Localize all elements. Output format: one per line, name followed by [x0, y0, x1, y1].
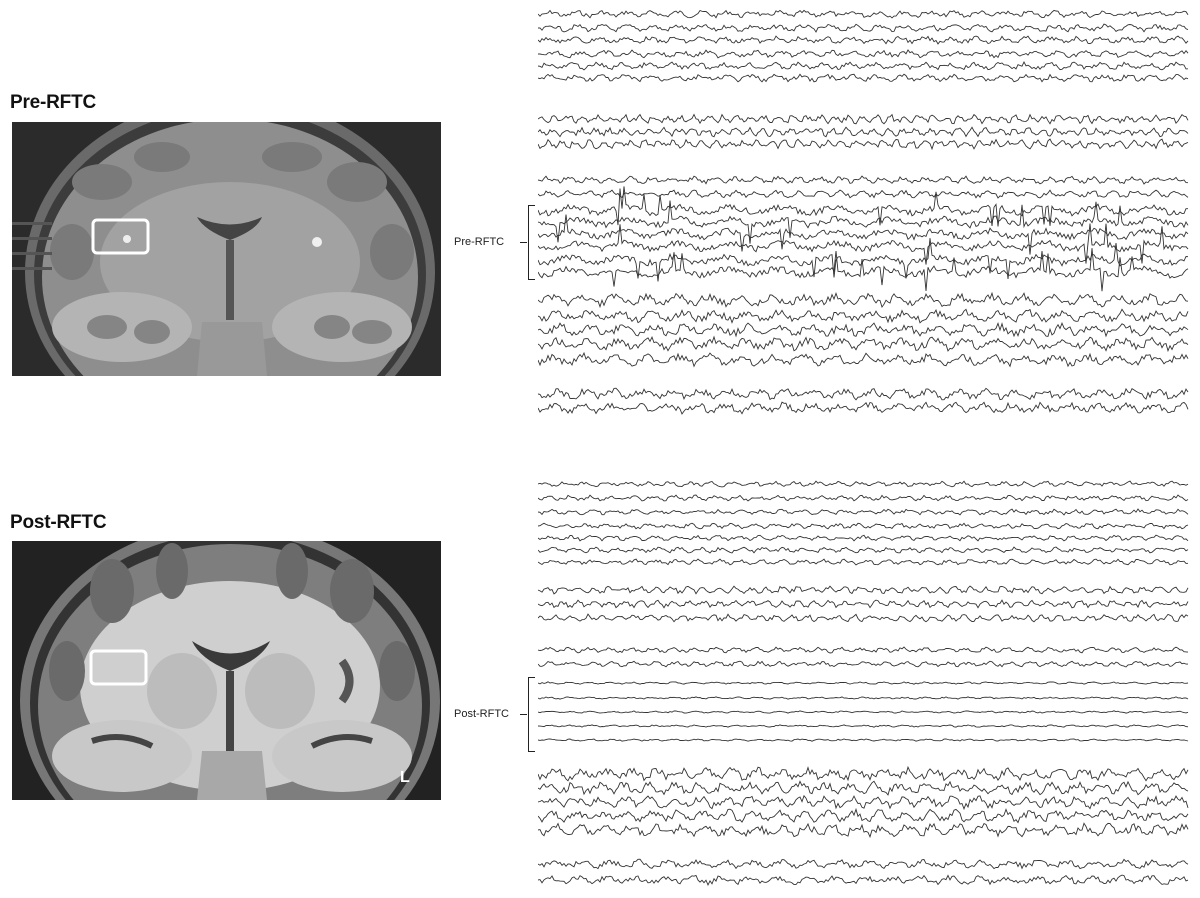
pre-eeg-channel-24: [538, 401, 1189, 415]
post-eeg-channel-2: [538, 494, 1189, 502]
pre-rftc-bracket: [528, 205, 535, 280]
pre-eeg-channel-12: [538, 186, 1188, 227]
pre-eeg-channel-2: [538, 23, 1189, 33]
pre-eeg-channel-14: [538, 214, 1189, 255]
pre-eeg-channel-22: [538, 351, 1189, 368]
post-eeg-channel-16: [538, 724, 1189, 728]
post-eeg-channel-21: [538, 807, 1189, 824]
post-eeg-channel-20: [538, 794, 1189, 811]
post-eeg-channel-4: [538, 522, 1189, 530]
post-eeg-channel-3: [538, 508, 1189, 516]
pre-eeg-channel-16: [538, 238, 1189, 282]
roi-box: [91, 218, 150, 255]
pre-rftc-trace-label: Pre-RFTC: [454, 236, 505, 248]
pre-eeg-channel-20: [538, 322, 1189, 338]
post-eeg-channel-12: [538, 660, 1188, 668]
pre-eeg-channel-1: [538, 9, 1189, 19]
post-eeg-channel-13: [538, 681, 1189, 685]
roi-box: [89, 649, 148, 686]
pre-rftc-title: Pre-RFTC: [10, 92, 97, 113]
pre-eeg-channel-3: [538, 35, 1189, 45]
post-eeg-channel-15: [538, 710, 1189, 714]
pre-rftc-mri-image: [12, 122, 441, 376]
post-eeg-channel-14: [538, 696, 1189, 700]
pre-eeg-channel-13: [538, 200, 1189, 244]
pre-eeg-channel-17: [538, 248, 1189, 292]
post-eeg-channel-17: [538, 738, 1189, 742]
post-eeg-channel-7: [538, 558, 1189, 566]
post-eeg-channel-10: [538, 613, 1189, 623]
pre-eeg-channel-23: [538, 387, 1189, 401]
pre-eeg-channel-9: [538, 138, 1189, 151]
pre-eeg-channel-11: [538, 189, 1189, 199]
post-eeg-channel-6: [538, 546, 1189, 554]
pre-eeg-channel-8: [538, 126, 1189, 138]
pre-eeg-channel-10: [538, 175, 1189, 185]
pre-eeg-channel-4: [538, 49, 1189, 59]
pre-eeg-channel-7: [538, 113, 1189, 125]
post-eeg-channel-19: [538, 780, 1189, 796]
post-eeg-channel-18: [538, 765, 1189, 782]
pre-eeg-channel-6: [538, 73, 1189, 83]
post-eeg-channel-22: [538, 822, 1189, 839]
pre-eeg-channel-19: [538, 308, 1189, 324]
pre-eeg-channel-5: [538, 60, 1189, 71]
pre-rftc-eeg-traces: [538, 4, 1190, 434]
post-rftc-mri-image: [12, 541, 441, 800]
post-rftc-trace-label: Post-RFTC: [454, 708, 509, 720]
post-rftc-title: Post-RFTC: [10, 512, 107, 533]
post-rftc-bracket: [528, 677, 535, 752]
post-rftc-eeg-traces: [538, 478, 1190, 894]
pre-rftc-bracket-tick: [520, 242, 527, 243]
pre-eeg-channel-18: [538, 291, 1189, 309]
post-eeg-channel-8: [538, 585, 1189, 595]
post-rftc-bracket-tick: [520, 714, 527, 715]
post-eeg-channel-11: [538, 646, 1189, 654]
post-eeg-channel-5: [538, 534, 1189, 542]
post-eeg-channel-9: [538, 599, 1189, 609]
post-eeg-channel-1: [538, 480, 1189, 488]
post-eeg-channel-23: [538, 858, 1189, 870]
pre-eeg-channel-15: [538, 223, 1189, 265]
post-eeg-channel-24: [538, 874, 1189, 886]
pre-eeg-channel-21: [538, 335, 1189, 353]
side-marker-left: L: [400, 769, 410, 786]
